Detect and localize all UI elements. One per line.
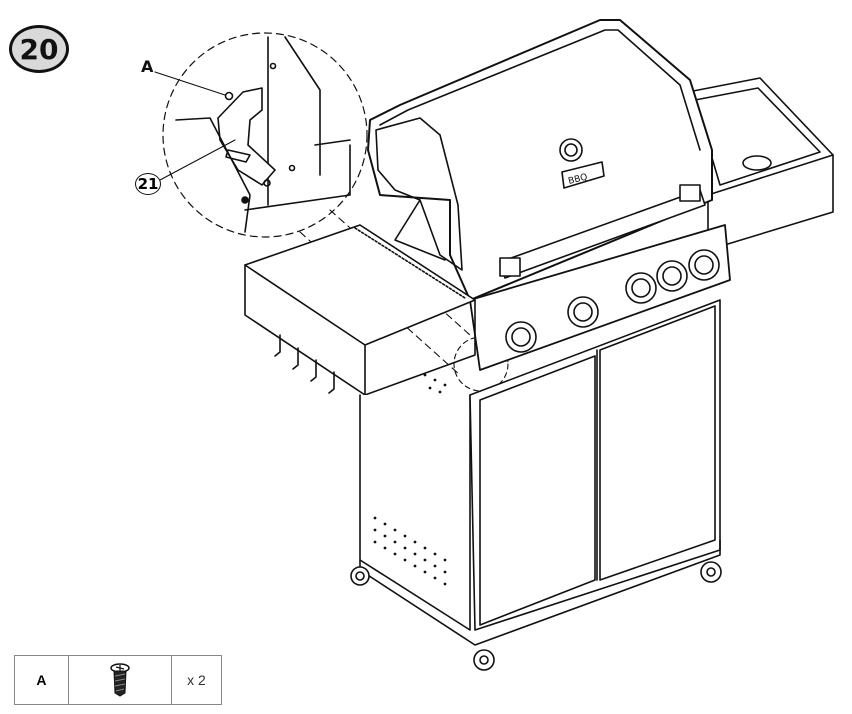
leader-21 <box>159 139 236 181</box>
left-side-shelf <box>244 224 476 346</box>
thermometer <box>559 138 583 162</box>
leader-a <box>154 71 226 96</box>
inset-bracket-slot <box>225 149 251 163</box>
knob-4 <box>656 260 688 292</box>
logo-badge <box>561 161 605 189</box>
tool-hooks <box>274 334 335 394</box>
screw-a-inset <box>224 91 234 101</box>
step-number-badge: 20 <box>9 25 69 73</box>
inset-frame <box>244 139 351 211</box>
cart-left-panel <box>359 394 471 631</box>
callout-fastener-a: A <box>141 57 154 76</box>
hardware-quantity: x 2 <box>187 672 206 688</box>
knob-1 <box>505 321 537 353</box>
logo-text: BBQ <box>567 173 588 187</box>
callout-part-21: 21 <box>135 173 161 195</box>
screw-icon <box>110 663 130 697</box>
detail-inset-circle <box>162 32 368 238</box>
hardware-icon-cell <box>69 656 172 704</box>
vent-holes <box>373 373 447 586</box>
knob-5 <box>688 249 720 281</box>
lid-side-window <box>375 117 463 271</box>
hardware-letter: A <box>15 656 69 704</box>
inset-bracket <box>217 87 276 186</box>
knob-3 <box>625 272 657 304</box>
inset-panel-vertical <box>267 36 321 206</box>
hardware-parts-table: A x 2 <box>14 655 222 705</box>
casters <box>350 561 722 671</box>
control-knobs <box>505 249 720 353</box>
knob-2 <box>567 296 599 328</box>
inset-shelf <box>175 117 251 233</box>
